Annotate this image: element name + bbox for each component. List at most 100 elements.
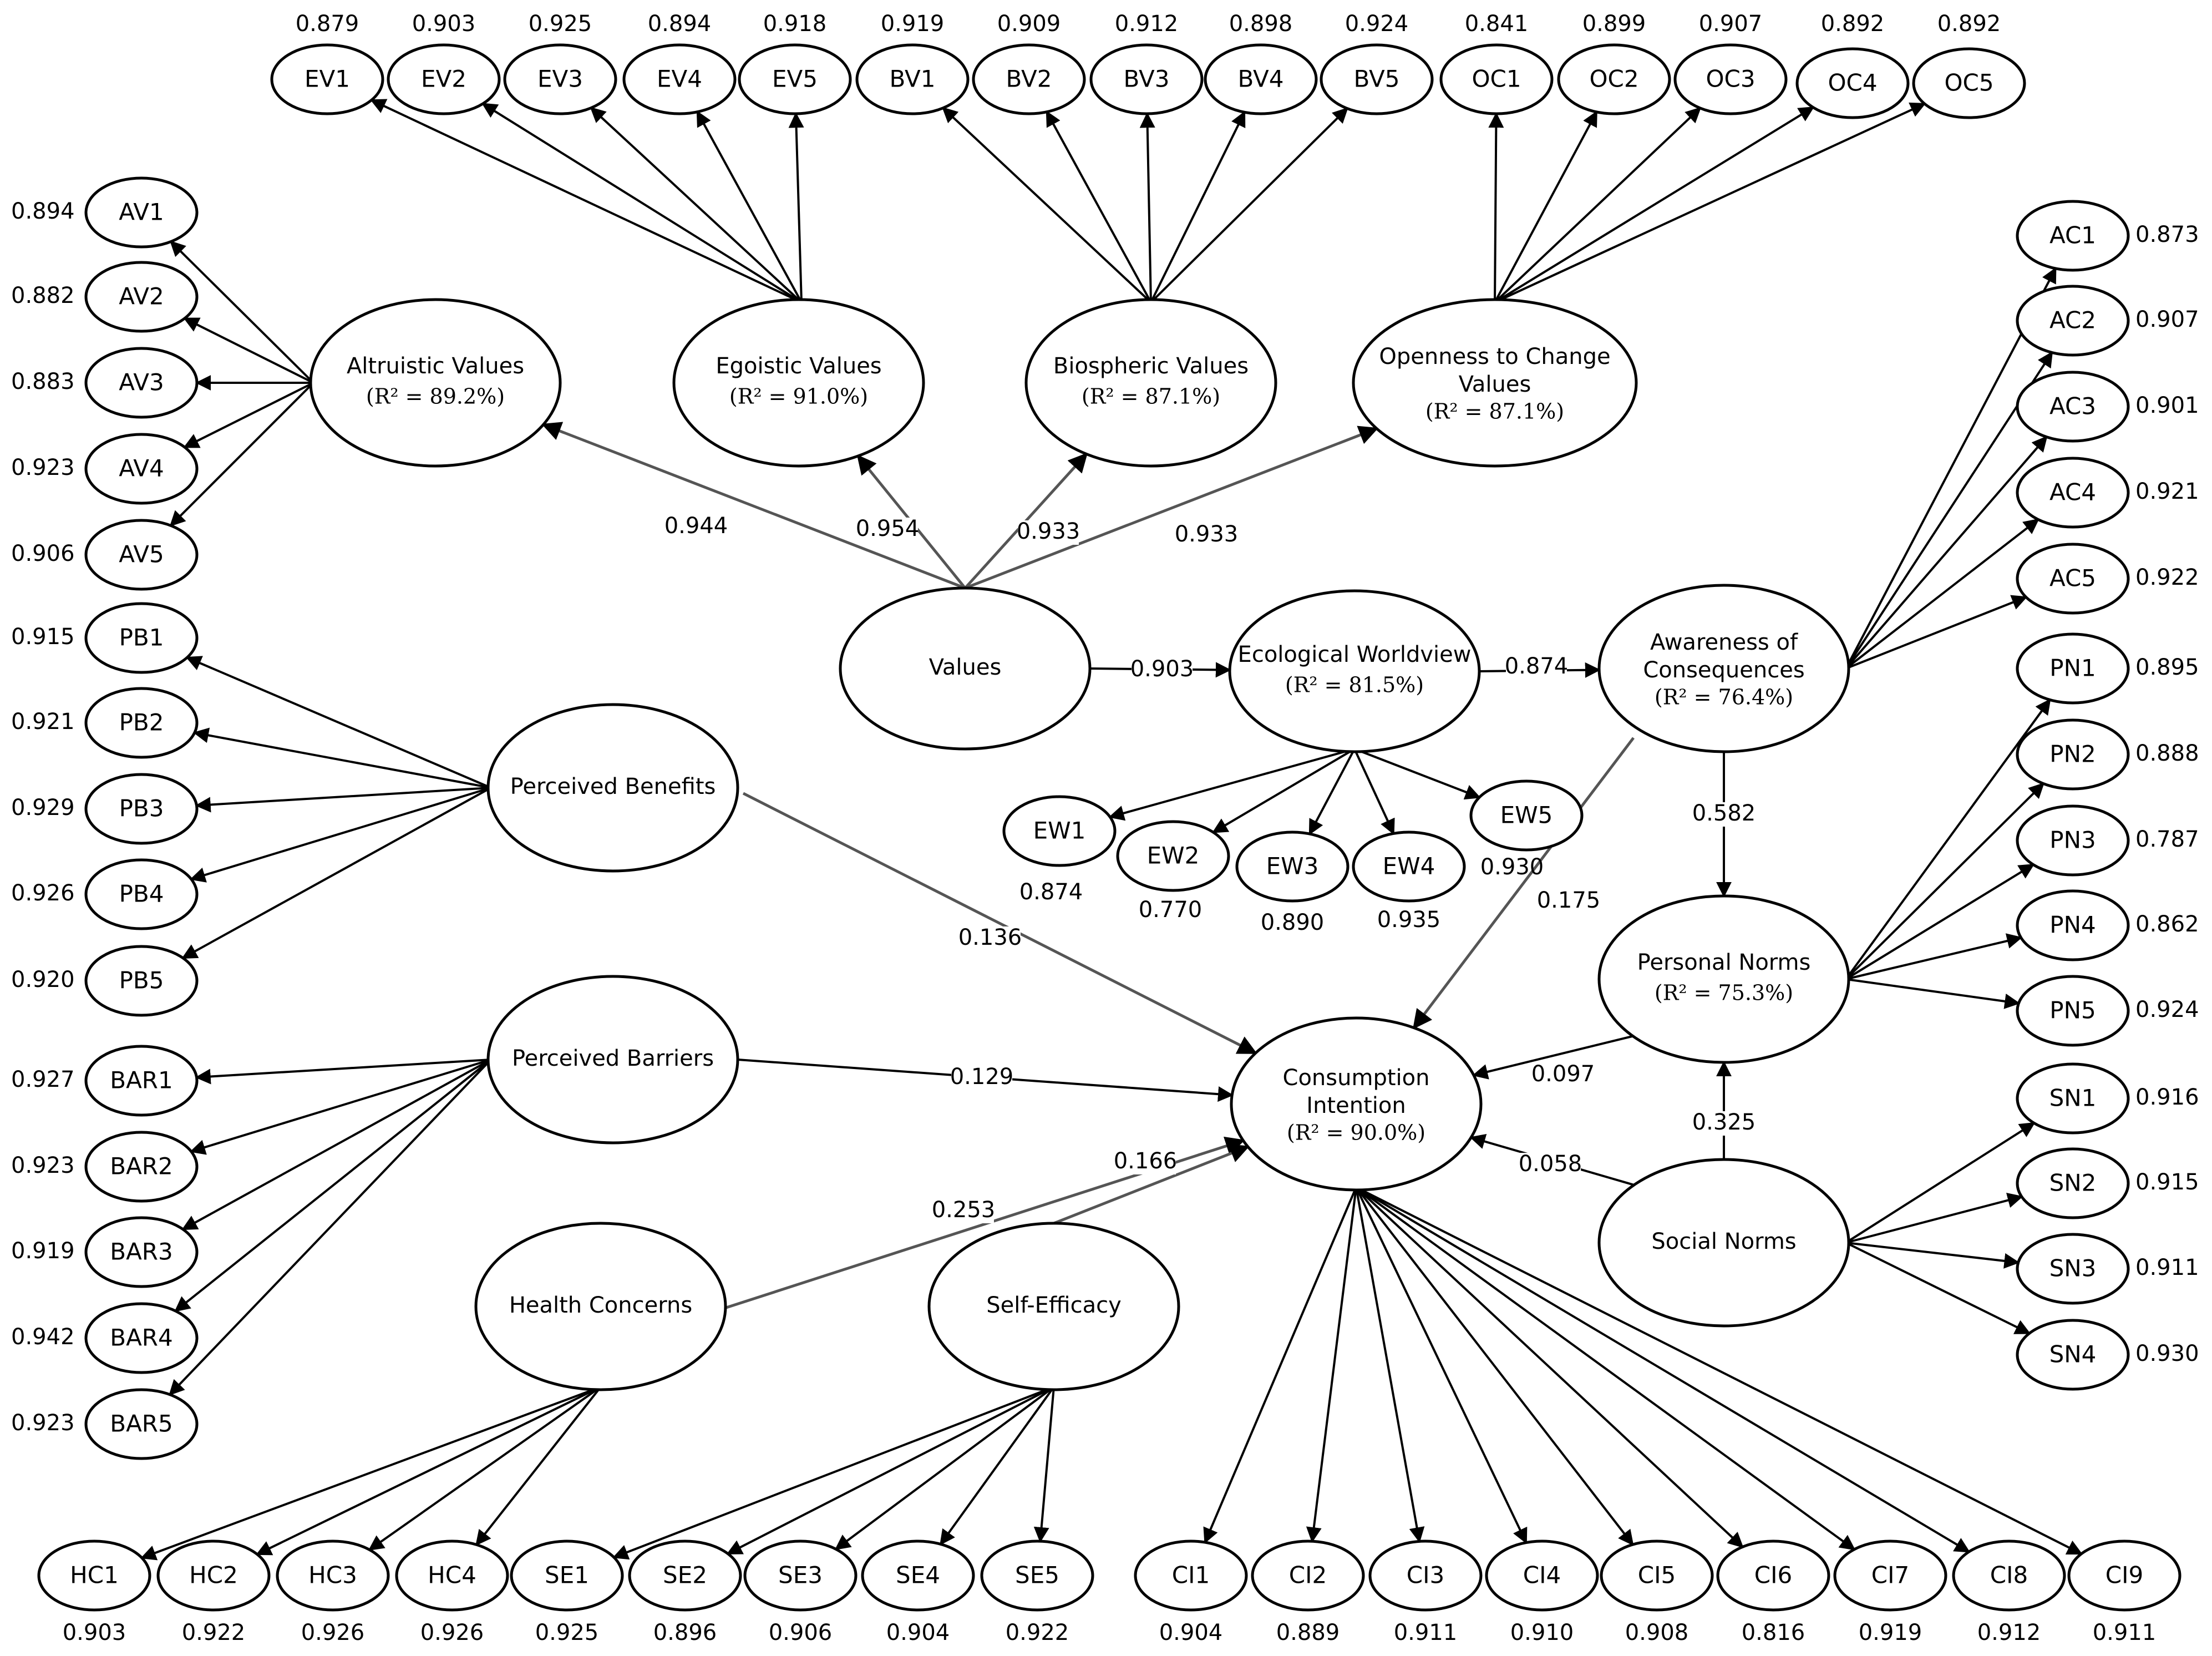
coefficient-background	[1018, 520, 1079, 545]
indicator-label-oc2: OC2	[1589, 65, 1638, 93]
loading-se4: 0.904	[886, 1620, 950, 1645]
indicator-bv5	[1320, 43, 1434, 115]
loading-bv5: 0.924	[1345, 11, 1409, 37]
coefficient-background	[666, 515, 727, 539]
indicator-hc2	[156, 1539, 271, 1612]
loading-hc3: 0.926	[301, 1620, 365, 1645]
loading-bv3: 0.912	[1115, 11, 1179, 37]
loading-pb1: 0.915	[11, 624, 75, 650]
indicator-bv1	[855, 43, 970, 115]
loading-bv2: 0.909	[997, 11, 1061, 37]
indicator-se4	[861, 1539, 975, 1612]
path-coefficient-benefits-consumption: 0.136	[958, 925, 1022, 950]
indicator-label-ac3: AC3	[2049, 393, 2096, 420]
path-coefficient-personal-consumption: 0.097	[1531, 1061, 1595, 1087]
loading-arrow-pb2	[193, 727, 491, 789]
loading-ci3: 0.911	[1394, 1620, 1458, 1645]
loading-pn3: 0.787	[2135, 827, 2199, 852]
r-squared-awareness: (R² = 76.4%)	[1655, 685, 1793, 710]
loading-bv1: 0.919	[881, 11, 945, 37]
loading-pb2: 0.921	[11, 709, 75, 735]
loading-arrow-bar4	[174, 1059, 492, 1312]
indicator-label-ev3: EV3	[537, 65, 583, 93]
path-coefficient-ecological-awareness: 0.874	[1505, 654, 1569, 679]
loading-oc1: 0.841	[1465, 11, 1529, 37]
indicator-pn1	[2016, 632, 2130, 705]
indicator-ev1	[270, 43, 384, 115]
latent-label-self-efficacy: Self-Efficacy	[986, 1293, 1122, 1318]
indicator-ci4	[1485, 1539, 1599, 1612]
indicator-label-sn3: SN3	[2049, 1255, 2097, 1282]
loading-ev3: 0.925	[529, 11, 592, 37]
path-selfefficacy-consumption	[1053, 1144, 1250, 1225]
latent-openness	[1352, 298, 1638, 468]
loading-arrow-oc2	[1494, 110, 1598, 303]
indicator-label-pn2: PN2	[2049, 741, 2096, 768]
indicator-pb1	[84, 602, 199, 674]
loading-arrow-pn3	[1845, 863, 2035, 980]
loading-arrow-pn4	[1845, 933, 2023, 980]
indicator-label-ew1: EW1	[1033, 817, 1086, 844]
indicator-label-av3: AV3	[119, 369, 164, 396]
latent-label-personal-norms: Personal Norms	[1637, 950, 1811, 975]
loading-arrow-se2	[726, 1386, 1054, 1555]
latent-label-perceived-benefits: Perceived Benefits	[510, 774, 716, 799]
coefficient-background	[1520, 1153, 1581, 1177]
path-coefficient-health-consumption: 0.253	[932, 1197, 996, 1223]
loading-arrow-hc3	[368, 1386, 602, 1551]
latent-biospheric	[1024, 298, 1277, 468]
loading-ev2: 0.903	[412, 11, 476, 37]
indicator-label-se3: SE3	[778, 1562, 823, 1589]
indicator-ci8	[1952, 1539, 2066, 1612]
path-coefficient-values-egoistic: 0.954	[856, 516, 920, 541]
loading-arrow-ci2	[1306, 1187, 1357, 1543]
path-values-openness	[965, 426, 1379, 590]
latent-label2-openness: Values	[1459, 372, 1531, 397]
loading-se2: 0.896	[653, 1620, 717, 1645]
loading-arrow-pn5	[1845, 978, 2021, 1009]
latent-label-egoistic: Egoistic Values	[716, 353, 881, 379]
loading-arrow-ci7	[1355, 1186, 1856, 1551]
indicator-ew2	[1116, 820, 1230, 892]
indicator-pb4	[84, 858, 199, 930]
loading-arrow-hc4	[475, 1386, 602, 1546]
indicator-pb2	[84, 687, 199, 759]
indicator-hc1	[37, 1539, 151, 1612]
coefficient-background	[1533, 1063, 1594, 1087]
indicator-av1	[84, 176, 199, 249]
loading-arrow-ci9	[1356, 1186, 2083, 1555]
r-squared-biospheric: (R² = 87.1%)	[1082, 384, 1220, 409]
r-squared-personal-norms: (R² = 75.3%)	[1655, 981, 1793, 1005]
loading-arrow-oc4	[1494, 106, 1815, 303]
indicator-bar2	[84, 1131, 199, 1203]
loading-arrow-ci4	[1355, 1187, 1528, 1544]
loading-arrow-se5	[1033, 1386, 1055, 1543]
indicator-ac4	[2016, 457, 2130, 529]
indicator-label-pb5: PB5	[119, 967, 164, 994]
latent-label-awareness: Awareness of	[1650, 630, 1798, 655]
indicator-pn2	[2016, 718, 2130, 791]
loading-pb4: 0.926	[11, 880, 75, 906]
indicator-ci3	[1368, 1539, 1483, 1612]
loading-arrow-pb3	[195, 787, 491, 813]
latent-self-efficacy	[927, 1222, 1180, 1391]
latent-personal-norms	[1597, 894, 1850, 1064]
latent-consumption	[1230, 1016, 1483, 1192]
indicator-label-hc2: HC2	[189, 1562, 238, 1589]
latent-label-values: Values	[929, 655, 1002, 680]
latent-social-norms	[1597, 1158, 1850, 1328]
loading-arrow-ac5	[1845, 595, 2028, 670]
path-coefficient-awareness-personal: 0.582	[1692, 801, 1756, 826]
coefficient-background	[1115, 1150, 1176, 1174]
coefficient-background	[1176, 523, 1237, 548]
loading-ci6: 0.816	[1742, 1620, 1805, 1645]
loading-arrow-bv1	[942, 107, 1152, 303]
loading-hc2: 0.922	[182, 1620, 246, 1645]
loading-arrow-pb1	[185, 656, 491, 789]
latent-label-ecological: Ecological Worldview	[1238, 642, 1472, 667]
loading-arrow-sn2	[1845, 1192, 2023, 1244]
path-coefficient-values-altruistic: 0.944	[664, 513, 728, 539]
indicator-label-av2: AV2	[119, 283, 164, 310]
loading-arrow-ev3	[590, 107, 803, 303]
indicator-pb3	[84, 773, 199, 845]
